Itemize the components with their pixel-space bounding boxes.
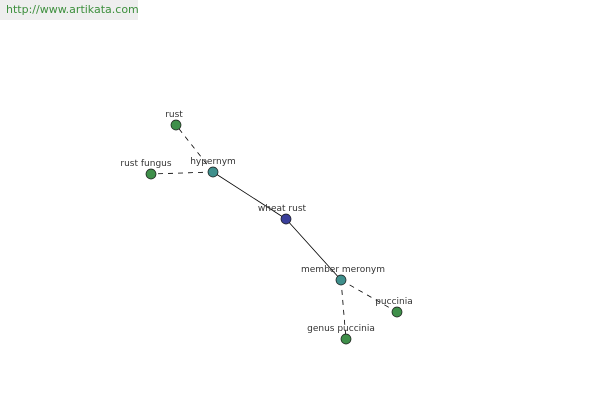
edge-wheat-rust-member-meronym <box>285 218 342 281</box>
node-circle[interactable] <box>145 168 157 180</box>
node-circle[interactable] <box>335 274 347 286</box>
site-url-banner[interactable]: http://www.artikata.com <box>0 0 139 20</box>
graph-nodes: wheat rust hypernym member meronym rust rust… <box>120 110 413 345</box>
node-genus-puccinia[interactable]: genus puccinia <box>307 324 375 345</box>
node-circle[interactable] <box>280 213 292 225</box>
node-wheat-rust[interactable]: wheat rust <box>258 204 307 225</box>
graph-edges <box>150 124 398 340</box>
node-label[interactable]: wheat rust <box>258 204 307 214</box>
node-puccinia[interactable]: puccinia <box>375 297 413 318</box>
edge-member-meronym-puccinia <box>340 279 398 313</box>
node-member-meronym[interactable]: member meronym <box>301 265 385 286</box>
node-label[interactable]: hypernym <box>190 157 236 167</box>
node-rust[interactable]: rust <box>165 110 183 131</box>
edge-wheat-rust-hypernym <box>212 171 287 220</box>
node-label[interactable]: puccinia <box>375 297 413 307</box>
node-rust-fungus[interactable]: rust fungus <box>120 159 172 180</box>
node-label[interactable]: genus puccinia <box>307 324 375 334</box>
node-hypernym[interactable]: hypernym <box>190 157 236 178</box>
node-label[interactable]: rust fungus <box>120 159 171 169</box>
node-label[interactable]: member meronym <box>301 265 385 275</box>
node-circle[interactable] <box>207 166 219 178</box>
node-circle[interactable] <box>391 306 403 318</box>
node-circle[interactable] <box>340 333 352 345</box>
node-label[interactable]: rust <box>165 110 183 120</box>
node-circle[interactable] <box>170 119 182 131</box>
edge-hypernym-rust-fungus <box>150 171 214 175</box>
